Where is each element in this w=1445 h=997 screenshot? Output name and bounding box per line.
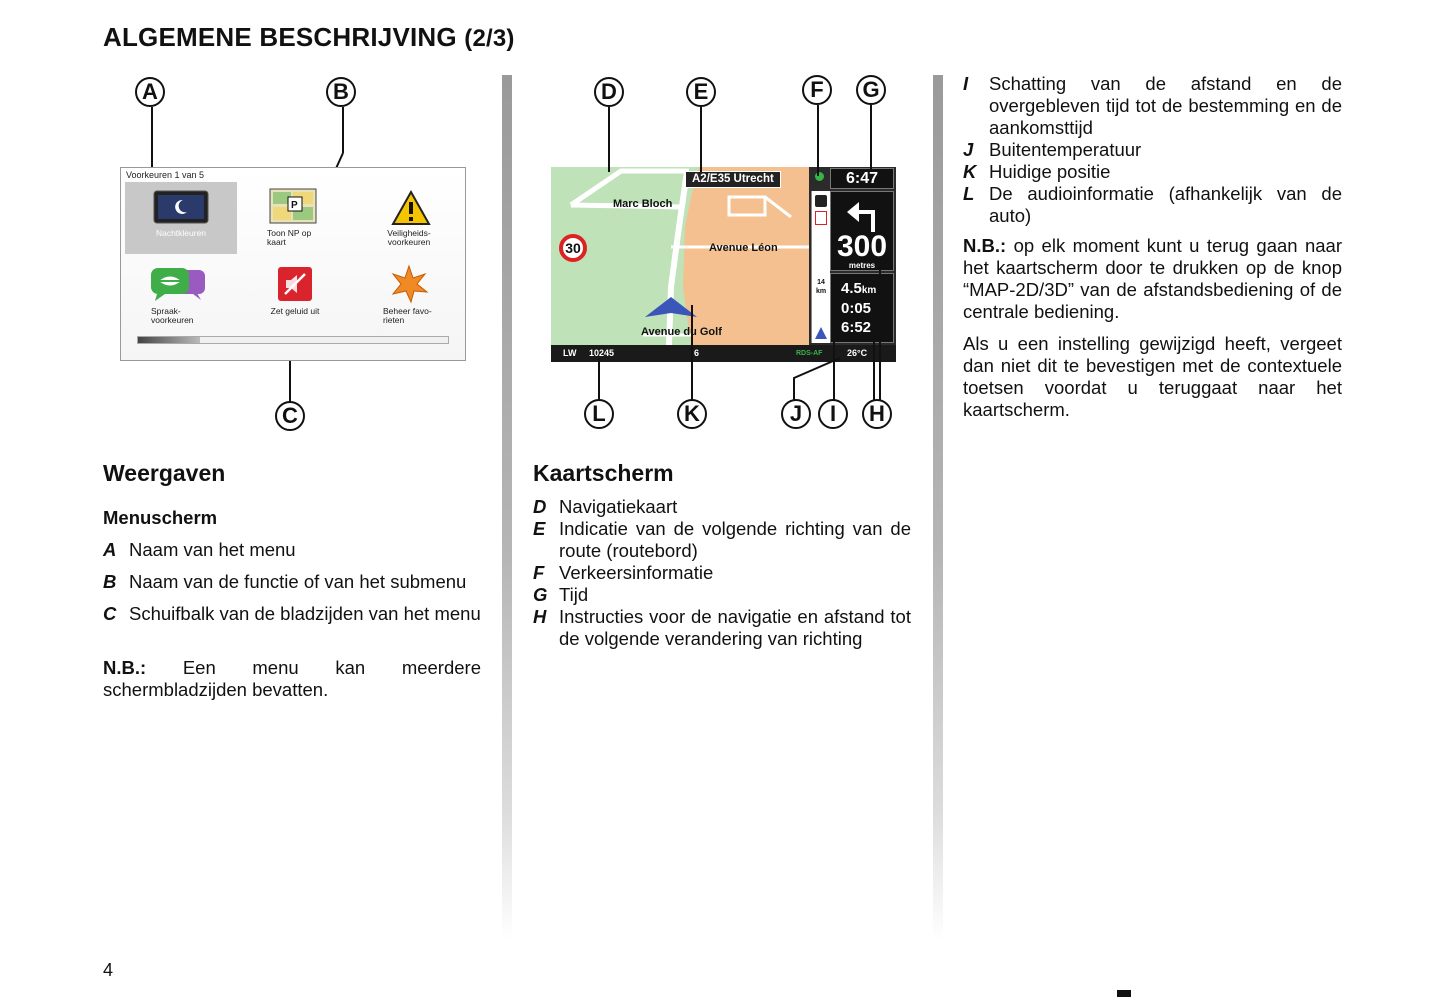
menu-scrollbar[interactable] [137,336,449,344]
menu-tile-show-poi[interactable]: P Toon NP op kaart [239,182,351,254]
column-divider-2 [933,75,943,940]
tile-label: Nachtkleuren [155,228,207,238]
list-item-d: D Navigatiekaart [533,496,678,517]
section-heading-kaartscherm: Kaartscherm [533,460,674,486]
tile-label: voorkeuren [151,315,194,325]
menu-screen: Voorkeuren 1 van 5 Nachtkleuren P Toon N… [120,167,466,361]
column-divider-1 [502,75,512,940]
menu-scroll-thumb[interactable] [138,337,200,343]
tile-label: voorkeuren [387,237,431,247]
menu-tile-safety[interactable]: Veiligheids- voorkeuren [353,182,465,254]
map-leader-lines [598,105,881,400]
callout-j: J [781,399,811,429]
traffic-icon [815,195,827,207]
list-item-j: J Buitentemperatuur [963,139,1142,160]
section-heading-weergaven: Weergaven [103,460,226,486]
next-instruction: 300 metres [830,191,894,271]
list-item-c: C Schuifbalk van de bladzijden van het m… [103,603,481,624]
trip-summary: 4.5km 0:05 6:52 [830,273,894,343]
tile-label: kaart [267,237,286,247]
arrival-time: 6:52 [841,319,872,336]
list-item-e: E Indicatie van de volgende richting van… [533,518,911,561]
map-poi-icon: P [269,188,317,224]
list-item-g: G Tijd [533,584,589,605]
traffic-strip: 14 km [811,191,830,343]
note-map-button: N.B.: op elk moment kunt u terug gaan na… [963,235,1342,322]
menu-tile-night-colours[interactable]: Nachtkleuren [125,182,237,254]
note-menu-pages: N.B.: Een menu kan meerdere schermbladzi… [103,657,481,700]
callout-k: K [677,399,707,429]
list-item-h: H Instructies voor de navigatie en afsta… [533,606,911,649]
menu-tile-sound-off[interactable]: Zet geluid uit [239,260,351,332]
position-arrow-icon [815,327,827,339]
callout-i: I [818,399,848,429]
street-label: Avenue Léon [709,242,778,254]
remaining-distance: 4.5km [841,280,877,297]
route-sign: A2/E35 Utrecht [685,171,781,188]
list-item-l: L De audioinformatie (afhankelijk van de… [963,183,1342,226]
tile-label: Veiligheids- [387,228,431,238]
callout-f: F [802,75,832,105]
list-item-f: F Verkeersinformatie [533,562,714,583]
navigation-map[interactable]: A2/E35 Utrecht Marc Bloch Avenue Léon Av… [551,167,809,345]
paragraph-confirm-settings: Als u een instelling gewijzigd heeft, ve… [963,333,1342,420]
list-item-k: K Huidige positie [963,161,1111,182]
favourites-star-icon [391,264,429,304]
menu-tile-favourites[interactable]: Beheer favo- rieten [353,260,465,332]
night-mode-icon [153,190,209,224]
callout-a: A [135,77,165,107]
callout-l: L [584,399,614,429]
callout-h: H [862,399,892,429]
traffic-distance-unit: km [815,288,827,295]
audio-status-bar: LW 10245 6 RDS-AF 26°C [551,345,896,362]
menu-tile-speech[interactable]: Spraak- voorkeuren [125,260,237,332]
clock: 6:47 [830,168,894,189]
callout-b: B [326,77,356,107]
turn-left-arrow-icon [847,202,875,232]
corner-mark [1117,990,1131,997]
subheading-menuscherm: Menuscherm [103,507,218,528]
page-title-main: ALGEMENE BESCHRIJVING [103,22,457,52]
callout-c: C [275,401,305,431]
list-item-b: B Naam van de functie of van het submenu [103,571,467,592]
menu-header: Voorkeuren 1 van 5 [126,170,205,180]
page-title-sub: (2/3) [464,25,515,52]
tile-label: Zet geluid uit [270,306,320,316]
tile-label: Beheer favo- [383,306,432,316]
list-item-a: A Naam van het menu [103,539,296,560]
map-roads [569,167,809,345]
traffic-distance: 14 [817,279,825,286]
tile-label: rieten [383,315,405,325]
traffic-status-dot [815,172,824,181]
street-label: Avenue du Golf [641,326,722,338]
speed-limit-sign: 30 [559,234,587,262]
radio-info: 6 [694,348,700,358]
traffic-warning-icon [815,211,827,225]
tile-label: Spraak- [151,306,181,316]
radio-frequency: 10245 [589,348,615,358]
leader-line-c [289,342,291,402]
traffic-status [813,168,826,184]
leader-line-a [151,107,153,171]
speech-bubble-icon [151,268,205,301]
callout-d: D [594,77,624,107]
list-item-i: I Schatting van de afstand en de overgeb… [963,73,1342,138]
callout-e: E [686,77,716,107]
outside-temperature: 26°C [847,348,868,358]
tile-label: Toon NP op [267,228,312,238]
callout-g: G [856,75,886,105]
street-label: Marc Bloch [613,198,673,210]
distance-to-turn: 300 [836,230,888,263]
sound-off-icon [278,267,312,301]
radio-band: LW [563,348,577,358]
warning-icon [391,190,431,225]
page-title: ALGEMENE BESCHRIJVING (2/3) [103,22,515,53]
distance-unit: metres [848,261,876,270]
map-screen: A2/E35 Utrecht Marc Bloch Avenue Léon Av… [551,167,896,362]
svg-text:P: P [291,200,298,211]
rds-indicator: RDS-AF [796,350,823,357]
remaining-time: 0:05 [841,300,872,317]
page-number: 4 [103,960,114,980]
